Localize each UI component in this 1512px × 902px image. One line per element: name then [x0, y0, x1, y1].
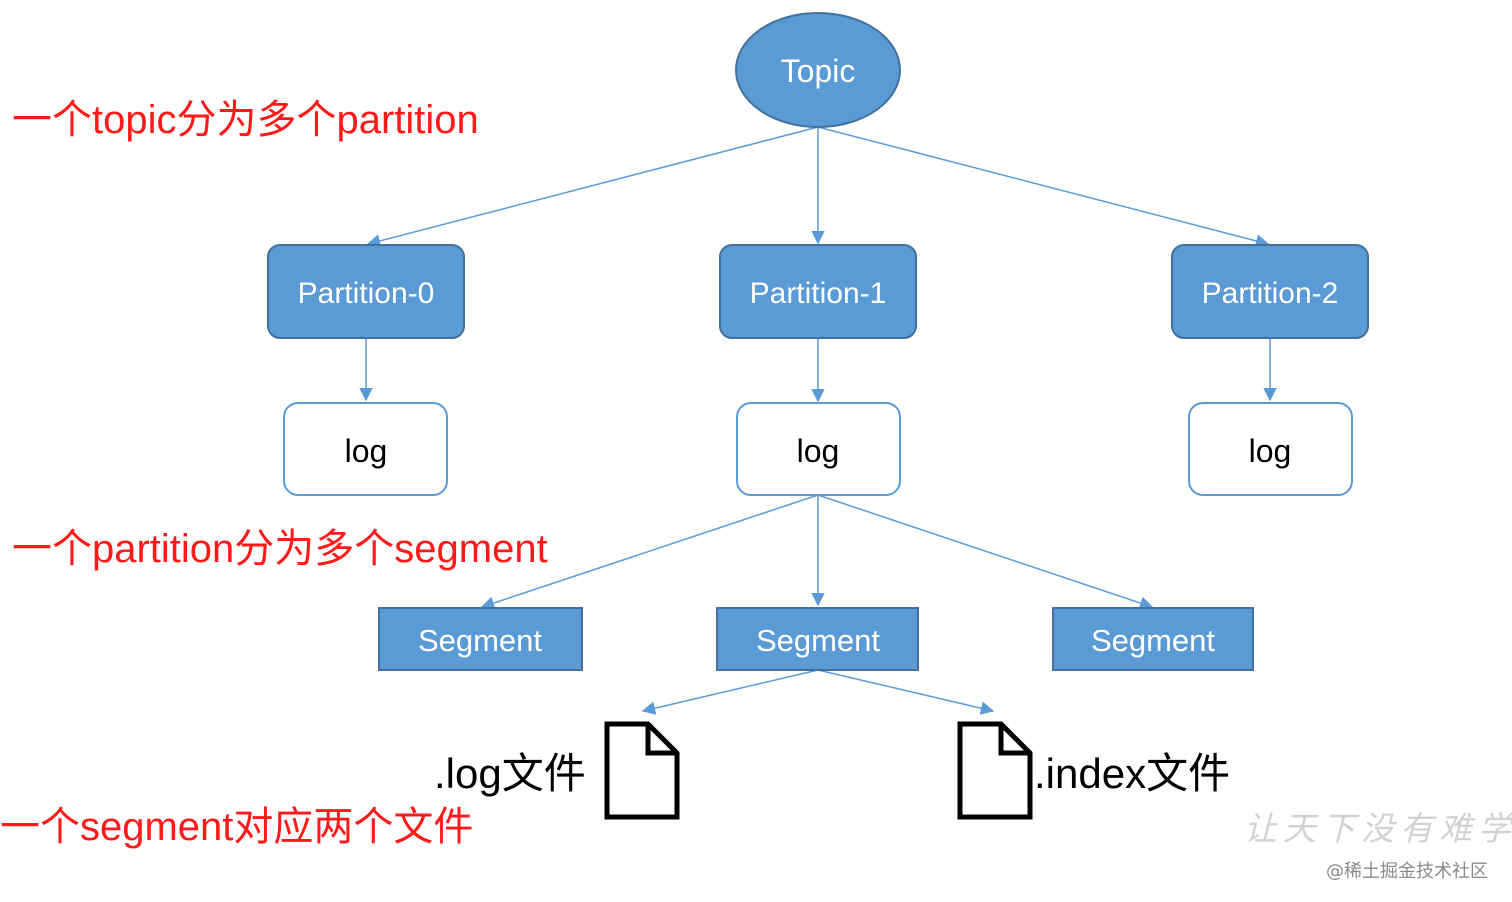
watermark-stamp: 让天下没有难学的 — [1244, 809, 1512, 848]
edges — [359, 126, 1277, 715]
edge-log-segment-0 — [480, 494, 819, 610]
annotation-partition-split: 一个partition分为多个segment — [12, 527, 548, 571]
index-file-label: .index文件 — [1034, 750, 1231, 797]
partition-node: Partition-1 — [719, 244, 917, 339]
segment-node: Segment — [1052, 607, 1254, 671]
log-node: log — [736, 402, 901, 496]
log-label: log — [1249, 433, 1292, 469]
topic-node: Topic — [735, 12, 901, 128]
log-label: log — [797, 433, 840, 469]
edge-segment-logfile — [641, 669, 819, 715]
segment-node: Segment — [716, 607, 919, 671]
partition-node: Partition-0 — [267, 244, 465, 339]
file-icon — [604, 721, 680, 820]
log-file-label: .log文件 — [434, 750, 586, 797]
watermark-site: @稀土掘金技术社区 — [1326, 861, 1488, 882]
partition-label: Partition-1 — [750, 277, 887, 310]
segment-label: Segment — [418, 623, 542, 658]
annotation-topic-split: 一个topic分为多个partition — [12, 98, 479, 142]
log-label: log — [345, 433, 388, 469]
partition-node: Partition-2 — [1171, 244, 1369, 339]
annotation-segment-files: 一个segment对应两个文件 — [0, 805, 474, 849]
edge-topic-partition-0 — [366, 126, 819, 248]
topic-label: Topic — [781, 53, 856, 89]
partition-label: Partition-0 — [298, 277, 435, 310]
log-node: log — [1188, 402, 1353, 496]
edge-log-segment-2 — [817, 494, 1154, 610]
file-icon — [957, 721, 1033, 820]
segment-label: Segment — [756, 623, 880, 658]
segment-label: Segment — [1091, 623, 1215, 658]
edge-topic-partition-2 — [817, 126, 1270, 248]
segment-node: Segment — [378, 607, 583, 671]
partition-label: Partition-2 — [1202, 277, 1339, 310]
edge-segment-indexfile — [817, 669, 995, 715]
log-node: log — [283, 402, 448, 496]
